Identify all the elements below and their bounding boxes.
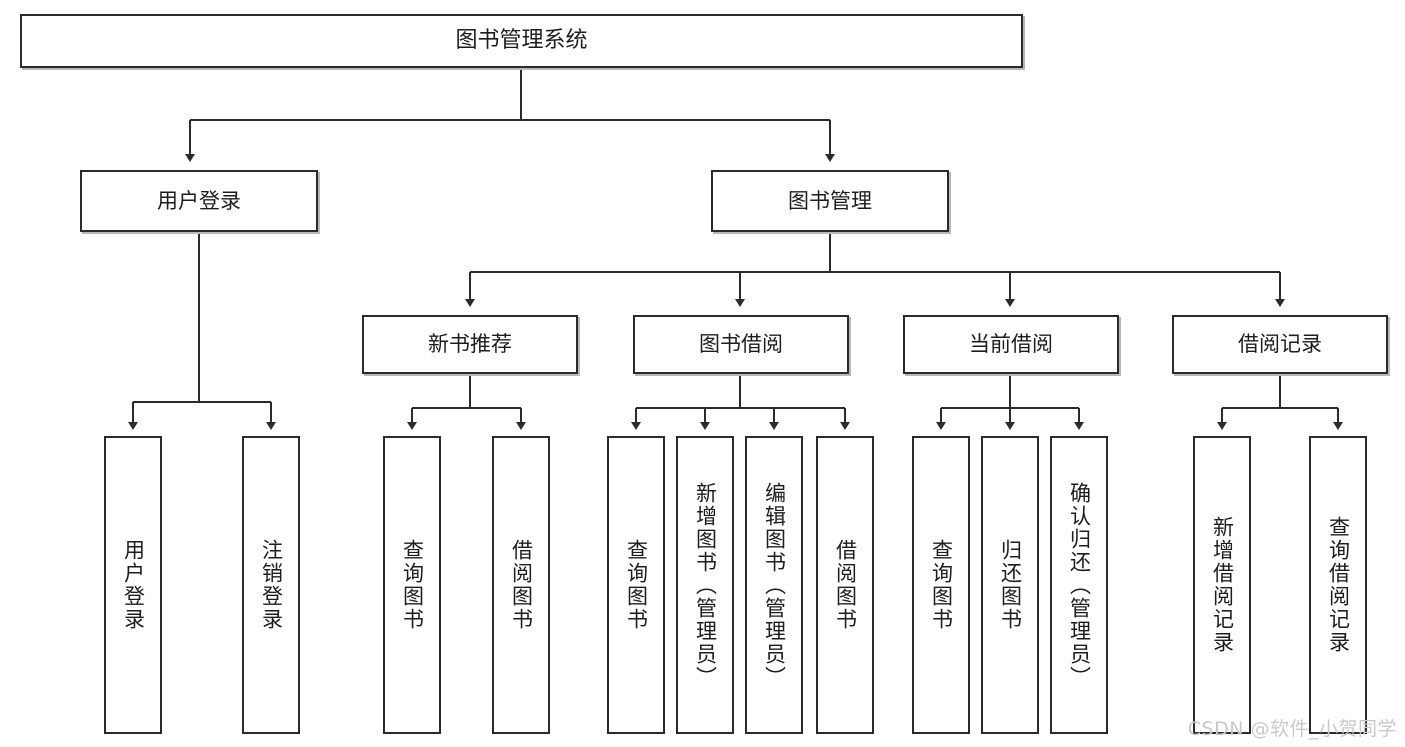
node-borrow-record[interactable]: 借阅记录 xyxy=(1172,315,1388,374)
leaf-borrow-book-2[interactable]: 借阅图书 xyxy=(816,436,874,734)
leaf-query-record-label: 查询借阅记录 xyxy=(1326,516,1351,654)
node-user-login-label: 用户登录 xyxy=(157,188,241,213)
leaf-edit-book[interactable]: 编辑图书（管理员） xyxy=(745,436,803,734)
leaf-confirm-return[interactable]: 确认归还（管理员） xyxy=(1050,436,1108,734)
leaf-return-book-label: 归还图书 xyxy=(998,539,1023,631)
leaf-query-book-3[interactable]: 查询图书 xyxy=(912,436,970,734)
csdn-watermark: CSDN @软件_小贺同学 xyxy=(1187,718,1397,740)
node-book-borrow-label: 图书借阅 xyxy=(699,332,783,357)
leaf-user-login-label: 用户登录 xyxy=(121,539,146,631)
leaf-edit-book-label: 编辑图书（管理员） xyxy=(762,481,787,689)
leaf-logout-login[interactable]: 注销登录 xyxy=(242,436,300,734)
node-root-label: 图书管理系统 xyxy=(455,28,588,54)
node-book-management-label: 图书管理 xyxy=(788,188,872,213)
node-borrow-record-label: 借阅记录 xyxy=(1238,332,1322,357)
node-new-book-recommend[interactable]: 新书推荐 xyxy=(362,315,578,374)
leaf-query-record[interactable]: 查询借阅记录 xyxy=(1309,436,1367,734)
leaf-return-book[interactable]: 归还图书 xyxy=(981,436,1039,734)
leaf-query-book-3-label: 查询图书 xyxy=(929,539,954,631)
leaf-query-book-2-label: 查询图书 xyxy=(624,539,649,631)
leaf-borrow-book-1-label: 借阅图书 xyxy=(509,539,534,631)
node-root[interactable]: 图书管理系统 xyxy=(20,14,1023,68)
node-book-borrow[interactable]: 图书借阅 xyxy=(633,315,849,374)
node-user-login[interactable]: 用户登录 xyxy=(80,170,318,232)
leaf-add-record-label: 新增借阅记录 xyxy=(1210,516,1235,654)
leaf-borrow-book-2-label: 借阅图书 xyxy=(833,539,858,631)
leaf-add-record[interactable]: 新增借阅记录 xyxy=(1193,436,1251,734)
node-book-management[interactable]: 图书管理 xyxy=(711,170,949,232)
leaf-borrow-book-1[interactable]: 借阅图书 xyxy=(492,436,550,734)
node-current-borrow[interactable]: 当前借阅 xyxy=(903,315,1119,374)
node-new-book-recommend-label: 新书推荐 xyxy=(428,332,512,357)
leaf-confirm-return-label: 确认归还（管理员） xyxy=(1067,481,1092,689)
leaf-add-book-label: 新增图书（管理员） xyxy=(693,481,718,689)
leaf-query-book-2[interactable]: 查询图书 xyxy=(607,436,665,734)
leaf-user-login[interactable]: 用户登录 xyxy=(104,436,162,734)
leaf-query-book-1[interactable]: 查询图书 xyxy=(383,436,441,734)
leaf-query-book-1-label: 查询图书 xyxy=(400,539,425,631)
leaf-add-book[interactable]: 新增图书（管理员） xyxy=(676,436,734,734)
leaf-logout-login-label: 注销登录 xyxy=(259,539,284,631)
node-current-borrow-label: 当前借阅 xyxy=(969,332,1053,357)
